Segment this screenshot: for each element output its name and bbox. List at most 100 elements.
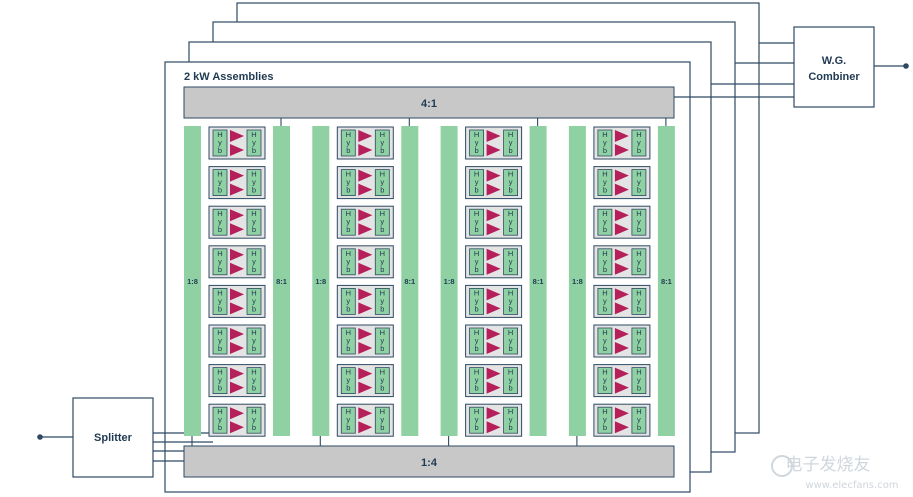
hybrid-letter: H: [474, 130, 479, 139]
hybrid-coupler: [212, 169, 228, 197]
hybrid-coupler: [374, 367, 390, 395]
hybrid-coupler: [503, 406, 519, 434]
hybrid-coupler: [469, 406, 485, 434]
hybrid-letter: H: [346, 209, 351, 218]
hybrid-letter: H: [508, 328, 513, 337]
amplifier-triangle: [230, 209, 244, 222]
hybrid-letter: y: [475, 178, 479, 187]
hybrid-letter: b: [218, 304, 222, 313]
hybrid-letter: H: [636, 170, 641, 179]
hybrid-letter: y: [637, 138, 641, 147]
hybrid-letter: y: [380, 217, 384, 226]
amplifier-triangle: [358, 169, 373, 182]
hybrid-letter: b: [637, 384, 641, 393]
hybrid-coupler: [374, 129, 390, 157]
splitter-box: [72, 397, 154, 478]
hybrid-coupler: [503, 248, 519, 276]
hybrid-coupler: [631, 208, 647, 236]
hybrid-coupler: [631, 129, 647, 157]
amplifier-triangle: [486, 407, 501, 420]
hybrid-letter: H: [217, 170, 222, 179]
amplifier-triangle: [486, 183, 501, 196]
hybrid-letter: b: [346, 265, 350, 274]
amplifier-triangle: [486, 223, 501, 236]
hybrid-letter: H: [474, 249, 479, 258]
hybrid-letter: y: [637, 217, 641, 226]
hybrid-coupler: [374, 208, 390, 236]
hybrid-letter: b: [603, 186, 607, 195]
hybrid-letter: y: [346, 336, 350, 345]
hybrid-letter: y: [380, 257, 384, 266]
hybrid-letter: b: [380, 146, 384, 155]
amplifier-triangle: [614, 183, 629, 196]
hybrid-letter: y: [509, 296, 513, 305]
wg-combiner-label-line1: W.G.: [822, 55, 846, 67]
amplifier-triangle: [358, 248, 373, 261]
hybrid-letter: y: [509, 257, 513, 266]
hybrid-coupler: [631, 367, 647, 395]
hybrid-letter: y: [475, 257, 479, 266]
hybrid-letter: H: [508, 368, 513, 377]
amplifier-triangle: [614, 144, 629, 156]
hybrid-coupler: [597, 367, 613, 395]
hybrid-coupler: [212, 327, 228, 355]
amplifier-triangle: [486, 288, 501, 301]
top-4-to-1-label: 4:1: [421, 98, 437, 110]
hybrid-letter: y: [380, 415, 384, 424]
assembly-title: 2 kW Assemblies: [184, 71, 273, 83]
hybrid-letter: y: [218, 296, 222, 305]
combiner-splitter-bars: 4:11:4: [183, 86, 675, 478]
hybrid-letter: y: [218, 415, 222, 424]
hybrid-letter: y: [252, 296, 256, 305]
amplifier-triangle: [230, 328, 244, 340]
amplifier-triangle: [486, 262, 501, 275]
amplifier-triangle: [358, 381, 373, 394]
hybrid-coupler: [340, 208, 356, 236]
hybrid-letter: H: [636, 288, 641, 297]
amplifier-triangle: [230, 169, 244, 182]
hybrid-letter: b: [346, 186, 350, 195]
hybrid-coupler: [503, 129, 519, 157]
group-1-to-8-label: 1:8: [572, 277, 583, 286]
hybrid-letter: y: [603, 217, 607, 226]
hybrid-letter: H: [508, 249, 513, 258]
external-blocks: W.G. Combiner Splitter: [72, 26, 875, 478]
hybrid-letter: y: [603, 376, 607, 385]
hybrid-letter: H: [217, 130, 222, 139]
amplifier-triangle: [358, 209, 373, 222]
hybrid-letter: b: [603, 344, 607, 353]
hybrid-letter: y: [509, 415, 513, 424]
hybrid-letter: y: [475, 336, 479, 345]
amplifier-triangle: [614, 421, 629, 434]
amplifier-triangle: [358, 130, 373, 142]
hybrid-letter: H: [217, 328, 222, 337]
hybrid-letter: H: [380, 130, 385, 139]
amplifier-triangle: [614, 130, 629, 142]
hybrid-letter: b: [603, 384, 607, 393]
splitter-label: Splitter: [94, 432, 133, 444]
hybrid-letter: H: [380, 209, 385, 218]
hybrid-coupler: [246, 248, 262, 276]
amplifier-triangle: [230, 342, 244, 354]
amplifier-triangle: [230, 421, 244, 434]
hybrid-letter: y: [380, 296, 384, 305]
hybrid-coupler: [246, 287, 262, 315]
output-port-dot: [903, 63, 909, 69]
hybrid-letter: b: [509, 423, 513, 432]
hybrid-coupler: [597, 248, 613, 276]
hybrid-letter: y: [475, 217, 479, 226]
amplifier-triangle: [486, 248, 501, 261]
hybrid-letter: H: [474, 288, 479, 297]
hybrid-letter: H: [251, 288, 256, 297]
hybrid-letter: H: [602, 130, 607, 139]
hybrid-letter: H: [251, 368, 256, 377]
amplifier-triangle: [486, 367, 501, 380]
